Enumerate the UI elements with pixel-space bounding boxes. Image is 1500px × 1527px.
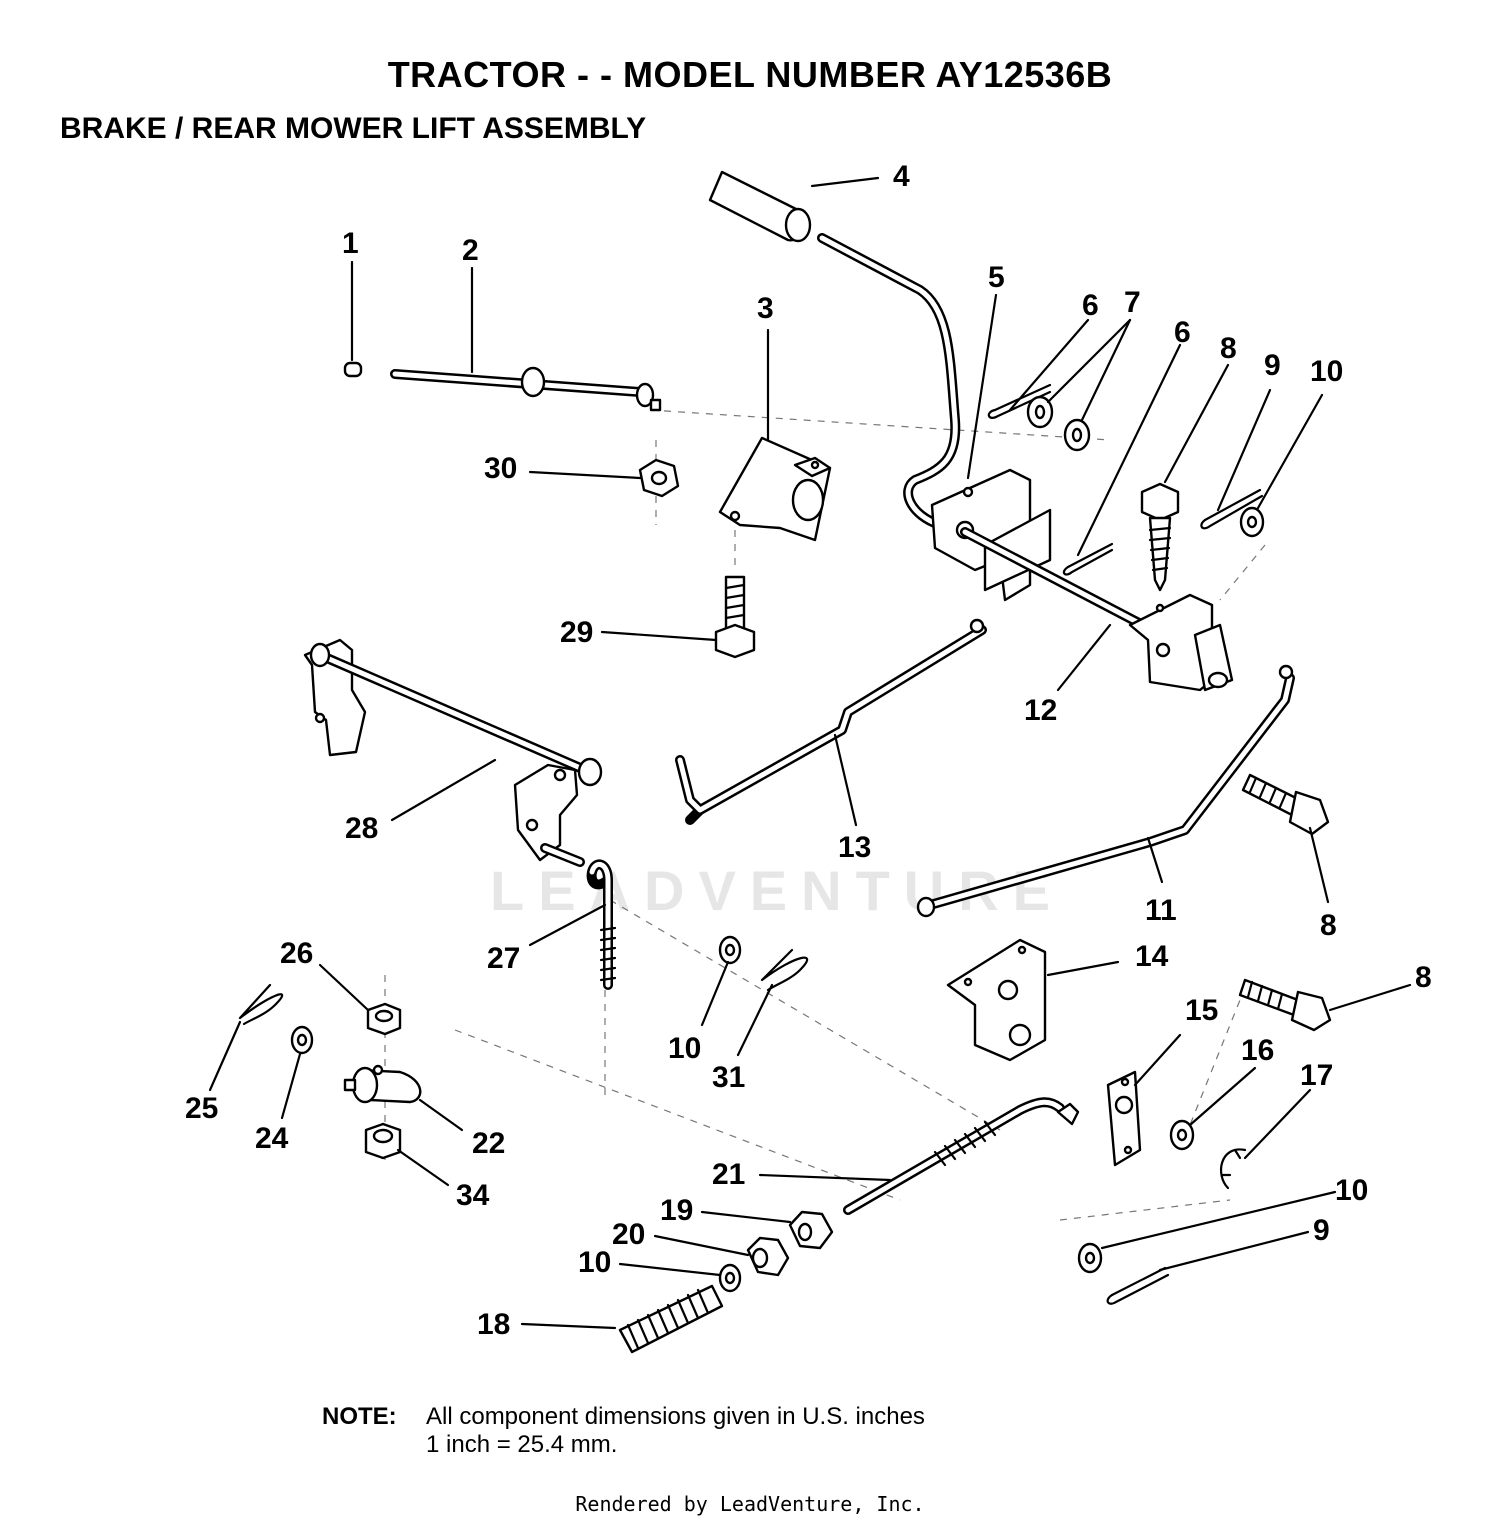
part-9-cotter-pin-lower [1106,1266,1170,1305]
part-17-e-clip [1219,1148,1247,1190]
assembly-subtitle: BRAKE / REAR MOWER LIFT ASSEMBLY [60,112,647,145]
callout-7: 7 [1124,286,1141,319]
part-8-bolt-vertical [1140,482,1180,592]
callout-10-top: 10 [1310,355,1343,388]
part-22-trunnion [343,1064,422,1104]
part-26-nut [366,1002,402,1036]
callout-6b: 6 [1174,316,1191,349]
callout-12: 12 [1024,694,1057,727]
callout-labels: 1 2 3 4 5 6 7 6 8 9 10 30 29 12 28 13 11… [185,160,1432,1341]
shaft-end-bracket [1128,593,1234,692]
part-31-hairpin-clip [760,948,808,992]
callout-13: 13 [838,831,871,864]
part-30-hex-nut [638,458,680,498]
part-7-washer [1026,395,1091,452]
callout-31: 31 [712,1061,745,1094]
callout-11: 11 [1145,894,1177,927]
callout-21: 21 [712,1158,745,1191]
callout-18: 18 [477,1308,510,1341]
part-15-plate [1106,1070,1142,1167]
callout-9-lower: 9 [1313,1214,1330,1247]
part-3-bracket [718,436,832,542]
callout-3: 3 [757,292,774,325]
callout-9-top: 9 [1264,349,1281,382]
dimension-note: NOTE: All component dimensions given in … [322,1403,925,1459]
part-16-washer [1169,1119,1195,1151]
render-credit-footer: Rendered by LeadVenture, Inc. [575,1492,925,1516]
part-8-bolt-upper-right [1241,773,1330,836]
note-label: NOTE: [322,1403,397,1430]
callout-26: 26 [280,937,313,970]
callout-10-spring: 10 [578,1246,611,1279]
callout-4: 4 [893,160,910,193]
part-27-hook-bolt [586,859,617,990]
part-4-handle-grip [708,170,812,243]
part-2-rod [390,366,662,412]
watermark-text: LEADVENTURE [490,859,1065,922]
callout-29: 29 [560,616,593,649]
part-18-spring [618,1284,724,1354]
callout-15: 15 [1185,994,1218,1027]
callout-22: 22 [472,1127,505,1160]
part-10-washer-spring [718,1263,742,1293]
callout-20: 20 [612,1218,645,1251]
note-line-1: All component dimensions given in U.S. i… [426,1403,925,1430]
callout-19: 19 [660,1194,693,1227]
callout-leader-lines [208,176,1412,1330]
callout-34: 34 [456,1179,490,1212]
part-19-nut [788,1210,834,1250]
part-10-washer-upper [1239,506,1265,538]
part-8-bolt-lower-right [1238,978,1332,1032]
lift-lever-arm [817,233,961,530]
part-10-washer-middle [718,935,742,965]
callout-10-mid: 10 [668,1032,701,1065]
callout-14: 14 [1135,940,1169,973]
callout-30: 30 [484,452,517,485]
part-20-nut [746,1236,790,1277]
callout-28: 28 [345,812,378,845]
callout-8-right: 8 [1415,961,1432,994]
callout-8-top: 8 [1220,332,1237,365]
part-13-link-rod [675,618,987,825]
callout-27: 27 [487,942,520,975]
part-11-long-rod [916,664,1295,918]
callout-6: 6 [1082,289,1099,322]
part-24-washer [290,1025,314,1055]
part-34-lock-nut [364,1122,402,1160]
callout-8-mid: 8 [1320,909,1337,942]
part-9-cotter-pin-upper [1200,488,1264,530]
note-text: All component dimensions given in U.S. i… [426,1403,925,1459]
part-5-lever-bracket [930,468,1052,602]
callout-10-lower-right: 10 [1335,1174,1368,1207]
part-10-washer-lower-right [1077,1242,1103,1274]
callout-17: 17 [1300,1059,1333,1092]
callout-16: 16 [1241,1034,1274,1067]
part-21-threaded-rod [843,1097,1080,1215]
callout-2: 2 [462,234,479,267]
diagram-title: TRACTOR - - MODEL NUMBER AY12536B [387,54,1113,95]
callout-1: 1 [342,227,359,260]
part-1-pin [343,361,363,378]
callout-25: 25 [185,1092,218,1125]
part-14-bracket [946,938,1047,1062]
callout-5: 5 [988,261,1005,294]
callout-24: 24 [255,1122,289,1155]
part-6-cotter-pin-lower [1062,542,1114,576]
part-29-bolt [714,575,756,659]
part-28-lift-shaft [303,638,603,867]
note-line-2: 1 inch = 25.4 mm. [426,1431,618,1458]
part-25-hairpin-clip [238,983,284,1026]
part-6-cotter-pin [987,383,1052,419]
